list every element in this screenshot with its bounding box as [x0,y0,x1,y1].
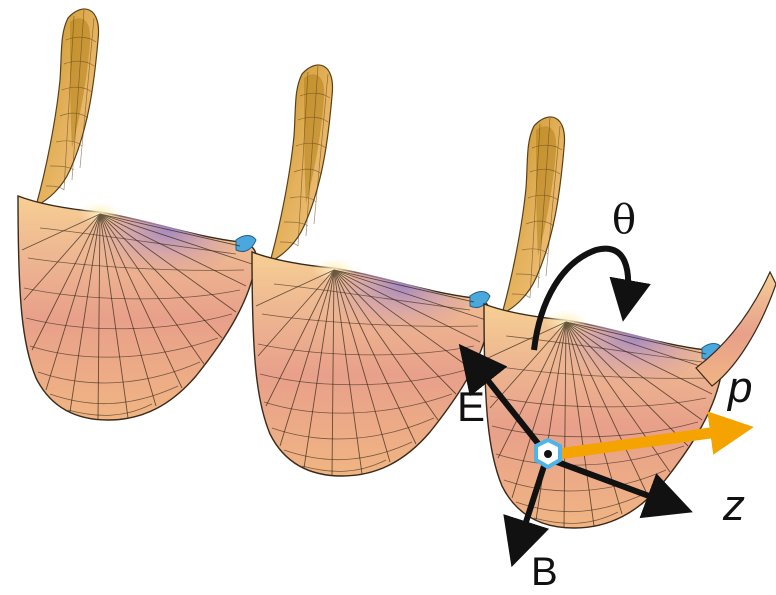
surface-lobe-3 [484,117,722,528]
momentum-label: p [728,366,752,410]
b-field-label: B [531,552,558,592]
e-field-label: E [457,386,485,428]
surface-lobe-2 [252,65,490,476]
theta-label: θ [612,200,636,240]
z-axis-label: z [723,484,745,528]
hexagon-ring-icon [536,440,560,467]
surface-lobe-1 [18,9,256,420]
